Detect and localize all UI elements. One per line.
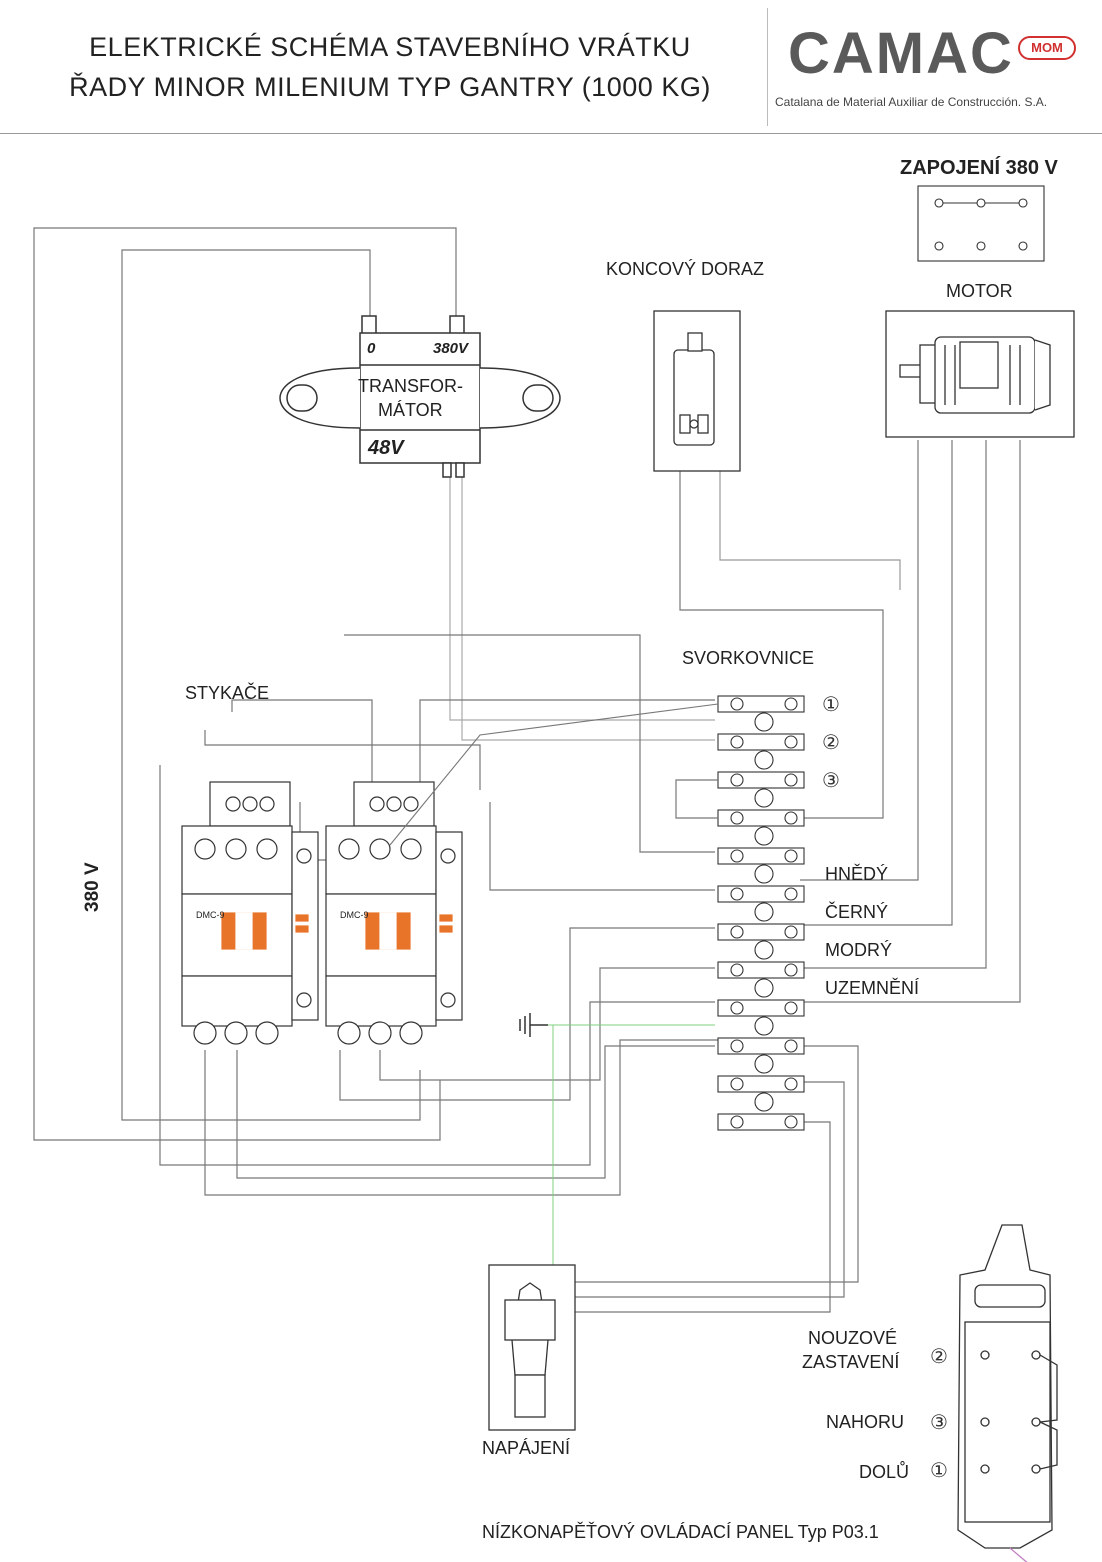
contactor-left-model: DMC-9 <box>196 910 225 920</box>
wire-transformer-0 <box>121 249 421 1121</box>
button-number-1: ① <box>930 1460 948 1482</box>
terminal-number-2: ② <box>822 732 840 754</box>
power-wire-1 <box>575 1046 858 1562</box>
transformer-input-380: 380V <box>433 340 469 357</box>
title-line-2: ŘADY MINOR MILENIUM TYP GANTRY (1000 KG) <box>69 72 711 102</box>
transformer-output-48: 48V <box>368 437 404 459</box>
terminal-row <box>717 923 805 941</box>
wire-bus-c <box>159 765 715 1166</box>
wire-color-black-label: ČERNÝ <box>825 902 889 922</box>
emergency-stop-label-line2: ZASTAVENÍ <box>802 1352 900 1372</box>
wire-motor-black <box>800 440 953 926</box>
limit-switch <box>653 310 741 472</box>
emergency-stop-label-line1: NOUZOVÉ <box>808 1328 898 1348</box>
terminal-row <box>717 847 805 865</box>
ground-symbol <box>519 1013 548 1037</box>
wire-trafo-48-a <box>449 475 715 721</box>
contactor-right-model: DMC-9 <box>340 910 369 920</box>
wire-bus-e <box>489 802 715 891</box>
button-number-3: ③ <box>930 1412 948 1434</box>
plug-feed-wire-3 <box>575 1121 831 1313</box>
pendant-control <box>957 1224 1058 1562</box>
wire-bus-i <box>379 967 715 1081</box>
terminal-row <box>717 771 805 789</box>
button-number-2: ② <box>930 1346 948 1368</box>
wire-trafo-48-b <box>461 475 715 741</box>
wire-plug-b <box>575 1080 845 1562</box>
wiring-380v-label: ZAPOJENÍ 380 V <box>900 157 1058 179</box>
terminal-block <box>717 695 805 1131</box>
logo-subtitle: Catalana de Material Auxiliar de Constru… <box>775 95 1048 109</box>
wire-plug-line-a <box>575 1048 858 1562</box>
terminal-row <box>717 885 805 903</box>
transformer <box>279 315 561 478</box>
transformer-label-line1: TRANSFOR- <box>358 376 463 396</box>
terminal-row <box>717 999 805 1017</box>
wire-ground-label: UZEMNĚNÍ <box>825 978 919 998</box>
wire-color-brown-label: HNĚDÝ <box>825 864 889 884</box>
wire-plug-l1 <box>575 1048 858 1562</box>
wire-plug-l2 <box>575 1084 844 1562</box>
voltage-380-label: 380 V <box>82 862 103 912</box>
terminal-row <box>717 695 805 713</box>
wire-limit-1 <box>679 470 884 819</box>
plug-supply-c <box>575 1122 830 1562</box>
control-panel-label: NÍZKONAPĚŤOVÝ OVLÁDACÍ PANEL Typ P03.1 <box>482 1522 879 1542</box>
contactor-right <box>325 781 463 1045</box>
header-divider <box>767 8 768 126</box>
up-button-label: NAHORU <box>826 1412 905 1432</box>
terminal-row <box>717 1075 805 1093</box>
plug-feed-wire-2 <box>575 1081 845 1298</box>
title-line-1: ELEKTRICKÉ SCHÉMA STAVEBNÍHO VRÁTKU <box>89 32 691 62</box>
contactor-left <box>181 781 319 1045</box>
plug-supply-b <box>575 1082 845 1562</box>
wire-plug-c <box>575 1120 830 1562</box>
power-supply-label: NAPÁJENÍ <box>482 1438 571 1458</box>
transformer-input-0: 0 <box>367 340 376 357</box>
wire-term-3-loop <box>675 779 718 819</box>
wire-bus-g <box>236 1045 715 1179</box>
contactors-label: STYKAČE <box>185 683 270 703</box>
mom-logo-badge: MOM <box>1018 36 1076 60</box>
motor <box>885 310 1075 438</box>
terminal-number-3: ③ <box>822 770 840 792</box>
terminal-number-1: ① <box>822 694 840 716</box>
terminal-row <box>717 1113 805 1131</box>
down-button-label: DOLŮ <box>859 1462 910 1482</box>
wire-limit-2 <box>719 470 901 590</box>
wire-bus-f <box>204 1039 800 1196</box>
wire-bus-h <box>339 927 715 1101</box>
motor-terminal-connection <box>917 185 1045 262</box>
terminal-row <box>717 1037 805 1055</box>
terminal-row <box>717 733 805 751</box>
wire-term-1 <box>389 703 719 846</box>
wire-transformer-380 <box>33 227 457 1141</box>
power-plug <box>488 1264 576 1431</box>
motor-label: MOTOR <box>946 281 1013 301</box>
wire-motor-brown <box>800 440 919 881</box>
limit-switch-label: KONCOVÝ DORAZ <box>606 259 765 279</box>
terminal-block-label: SVORKOVNICE <box>682 648 815 668</box>
plug-feed-wire-1 <box>575 1045 859 1283</box>
transformer-label-line2: MÁTOR <box>378 400 443 420</box>
wire-plug-d <box>575 1125 815 1562</box>
camac-logo: CAMAC <box>788 21 1014 86</box>
wire-motor-ground <box>800 440 1021 1003</box>
wire-plug-l3 <box>575 1122 830 1562</box>
wire-color-blue-label: MODRÝ <box>825 940 892 960</box>
header: ELEKTRICKÉ SCHÉMA STAVEBNÍHO VRÁTKU ŘADY… <box>0 0 1102 134</box>
terminal-row <box>717 809 805 827</box>
wire-bus-b <box>204 730 481 790</box>
supply-phase-l1-wire <box>575 1046 858 1562</box>
terminal-row <box>717 961 805 979</box>
wire-bus-top <box>344 634 715 853</box>
wire-motor-blue <box>800 440 987 969</box>
